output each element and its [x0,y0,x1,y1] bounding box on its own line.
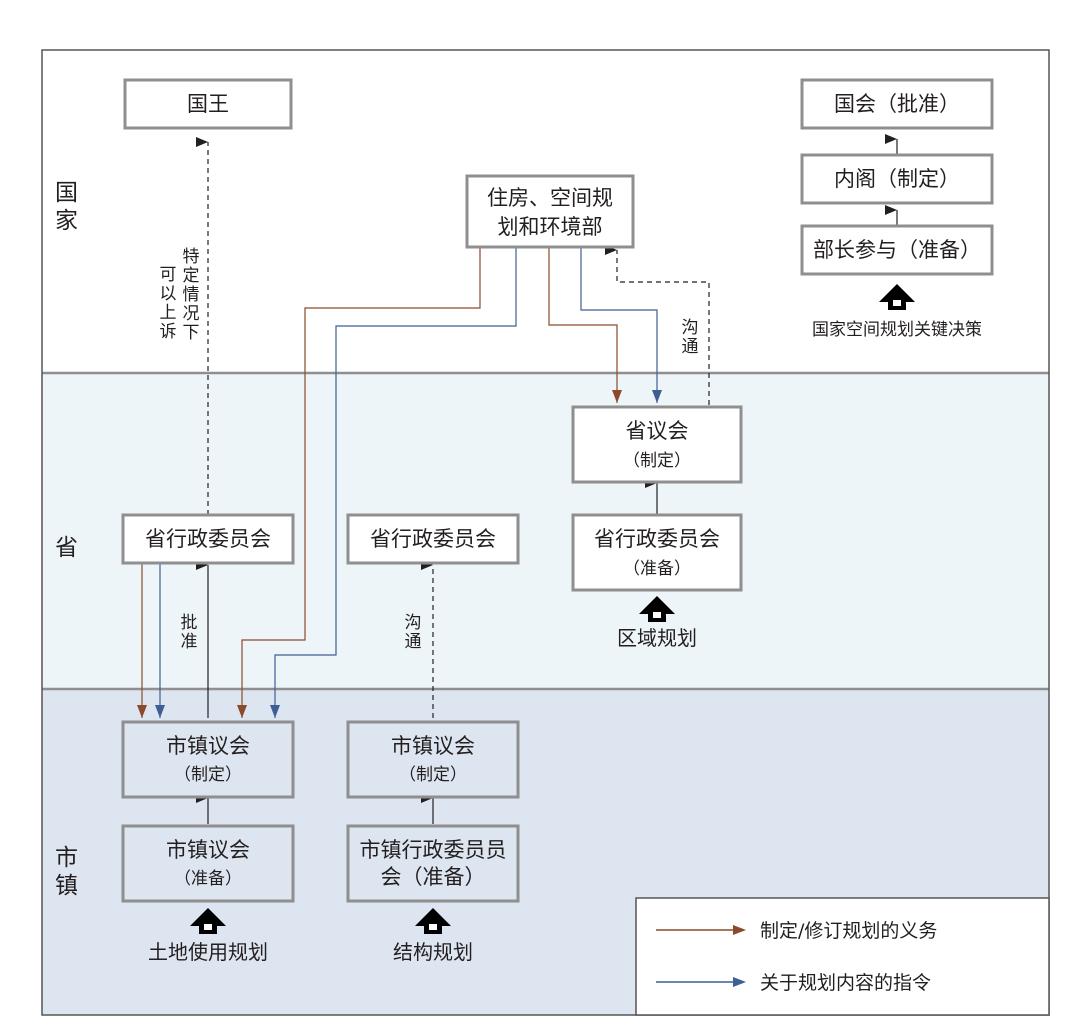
minister-box: 部长参与（准备） [800,224,994,276]
ministry-label-line1: 住房、空间规 [487,186,613,210]
province-exec-mid-box: 省行政委员会 [346,513,520,565]
legend-duty-label: 制定/修订规划的义务 [760,920,937,942]
appeal-label-col2: 可以上诉 [160,265,177,342]
regional-plan-caption: 区域规划 [617,626,697,650]
municipal-council-mid-label-line2: （制定） [399,765,467,785]
ministry-to-municipal-duty-arrow [237,247,481,718]
ministry-label-line2: 划和环境部 [498,215,603,239]
legend: 制定/修订规划的义务 关于规划内容的指令 [635,897,1050,1016]
land-use-plan-caption: 土地使用规划 [148,940,268,964]
cabinet-label: 内阁（制定） [834,167,960,191]
legend-instruction-arrowhead [733,977,746,987]
municipal-council-left-label-line1: 市镇议会 [166,734,250,758]
province-exec-left-box: 省行政委员会 [121,513,295,565]
ministry-to-province-duty-arrow [548,247,622,403]
national-key-decision-caption: 国家空间规划关键决策 [812,320,982,340]
up-arrow-icon-regional [639,596,675,622]
up-arrow-icon-land-use [190,908,226,934]
consult-national-label: 沟通 [682,318,699,357]
up-arrow-icon-structure [415,908,451,934]
province-council-label-line1: 省议会 [626,419,689,443]
cabinet-box: 内阁（制定） [800,153,994,205]
legend-instruction-label: 关于规划内容的指令 [760,972,931,994]
ministry-box: 住房、空间规 划和环境部 [465,174,635,249]
municipal-council-mid-label-line1: 市镇议会 [391,734,475,758]
approve-label: 批准 [181,613,198,652]
ministry-to-province-instruction-arrow [580,247,662,403]
municipal-exec-label-line1: 市镇行政委员员 [360,838,507,862]
consult-municipal-label: 沟通 [405,613,422,652]
ministry-to-municipal-instruction-arrow [270,247,517,718]
province-council-label-line2: （制定） [623,451,691,471]
appeal-label-col1: 特定情况下 [183,247,200,343]
province-exec-left-label: 省行政委员会 [145,527,271,551]
municipal-council-left-label-line2: （制定） [174,765,242,785]
province-exec-prep-label-line1: 省行政委员会 [594,527,720,551]
level-national-char1: 国家 [55,180,78,234]
parliament-label: 国会（批准） [834,92,960,116]
level-municipal: 市镇 [55,845,78,899]
diagram-frame [41,49,1050,1016]
king-box: 国王 [123,78,293,130]
municipal-council-mid-box: 市镇议会 （制定） [346,720,520,799]
legend-duty-arrowhead [733,925,746,935]
municipal-council-left-box: 市镇议会 （制定） [121,720,295,799]
level-province: 省 [55,535,78,561]
king-label: 国王 [187,92,229,116]
municipal-council-prep-label-line2: （准备） [174,869,242,889]
province-exec-prep-box: 省行政委员会 （准备） [571,513,743,592]
municipal-council-prep-label-line1: 市镇议会 [166,838,250,862]
province-council-box: 省议会 （制定） [571,405,743,484]
province-exec-mid-label: 省行政委员会 [370,527,496,551]
parliament-box: 国会（批准） [800,78,994,130]
province-exec-prep-label-line2: （准备） [623,559,691,579]
municipal-council-prep-box: 市镇议会 （准备） [121,824,295,903]
municipal-exec-label-line2: 会（准备） [381,865,486,889]
minister-label: 部长参与（准备） [813,238,981,262]
municipal-exec-box: 市镇行政委员员 会（准备） [346,824,520,903]
up-arrow-icon-national [879,284,915,310]
structure-plan-caption: 结构规划 [393,940,473,964]
